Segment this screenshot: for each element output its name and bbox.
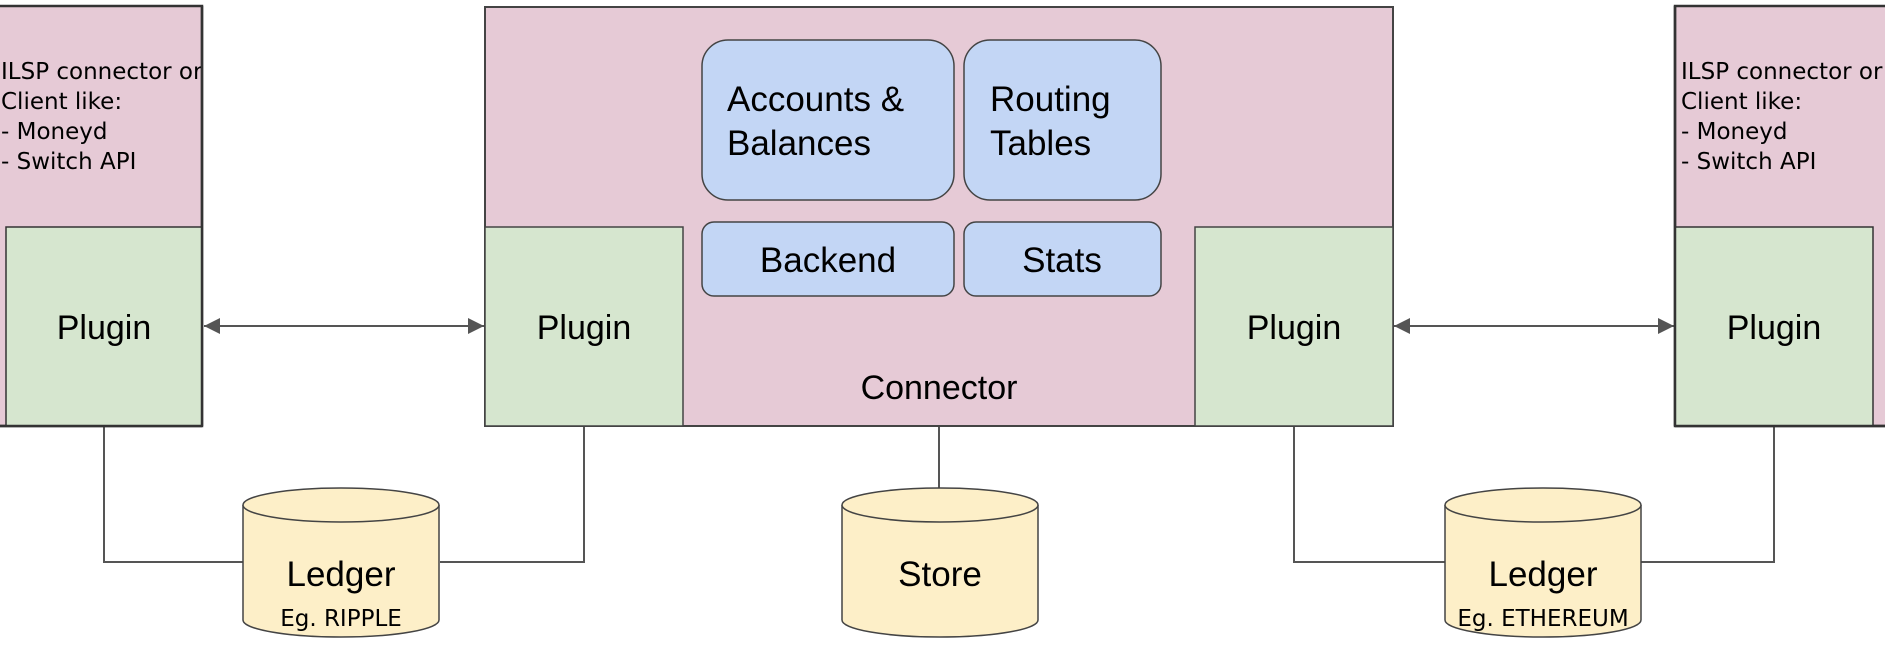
connector-left-plugin-box (484, 226, 684, 427)
ledger-left-cylinder: Ledger Eg. RIPPLE (242, 487, 440, 638)
right-node-line-3: - Moneyd (1681, 119, 1787, 145)
store-cylinder: Store (841, 487, 1039, 638)
ledger-left-title: Ledger (287, 555, 396, 594)
routing-tables-line-1: Routing (990, 80, 1111, 119)
ledger-right-top (1444, 487, 1642, 523)
ledger-left-body (242, 505, 440, 638)
connector-right-plugin-label: Plugin (1247, 309, 1342, 347)
ledger-right-subtitle: Eg. ETHEREUM (1457, 606, 1628, 632)
right-node-to-ledger-line (1641, 427, 1775, 563)
accounts-balances-box (701, 39, 955, 201)
backend-label: Backend (760, 241, 896, 280)
accounts-balances-line-1: Accounts & (727, 80, 904, 119)
left-node-line-2: Client like: (1, 89, 122, 115)
stats-label: Stats (1022, 241, 1102, 280)
ledger-right-body (1444, 505, 1642, 638)
connector-left-plugin-to-ledger-line (440, 427, 585, 563)
connector-right-plugin-to-ledger-line (1293, 427, 1445, 563)
store-top (841, 487, 1039, 523)
routing-tables-box (963, 39, 1162, 201)
routing-tables-line-2: Tables (990, 124, 1091, 163)
connector-label: Connector (861, 369, 1018, 407)
ledger-left-connections (103, 427, 585, 563)
right-node-line-2: Client like: (1681, 89, 1802, 115)
right-node-line-4: - Switch API (1681, 149, 1816, 175)
ledger-left-subtitle: Eg. RIPPLE (280, 606, 402, 632)
right-node-line-1: ILSP connector or (1681, 59, 1883, 85)
left-node-line-1: ILSP connector or (1, 59, 203, 85)
left-node-line-4: - Switch API (1, 149, 136, 175)
backend-box (701, 221, 955, 297)
left-node: ILSP connector or Client like: - Moneyd … (0, 4, 204, 428)
store-title: Store (898, 555, 982, 594)
connector-node: Plugin Plugin Accounts & Balances Routin… (484, 6, 1394, 427)
right-node: ILSP connector or Client like: - Moneyd … (1673, 4, 1885, 428)
left-node-to-ledger-line (103, 427, 243, 563)
ledger-right-connections (1293, 427, 1775, 563)
right-node-plugin-box (1674, 226, 1874, 427)
connector-right-plugin-box (1194, 226, 1394, 427)
left-node-plugin-box (5, 226, 203, 427)
accounts-balances-line-2: Balances (727, 124, 871, 163)
store-body (841, 505, 1039, 638)
left-node-plugin-label: Plugin (57, 309, 152, 347)
ledger-left-top (242, 487, 440, 523)
ledger-right-cylinder: Ledger Eg. ETHEREUM (1444, 487, 1642, 638)
left-node-line-3: - Moneyd (1, 119, 107, 145)
right-node-plugin-label: Plugin (1727, 309, 1822, 347)
stats-box (963, 221, 1162, 297)
connector-left-plugin-label: Plugin (537, 309, 632, 347)
ledger-right-title: Ledger (1489, 555, 1598, 594)
